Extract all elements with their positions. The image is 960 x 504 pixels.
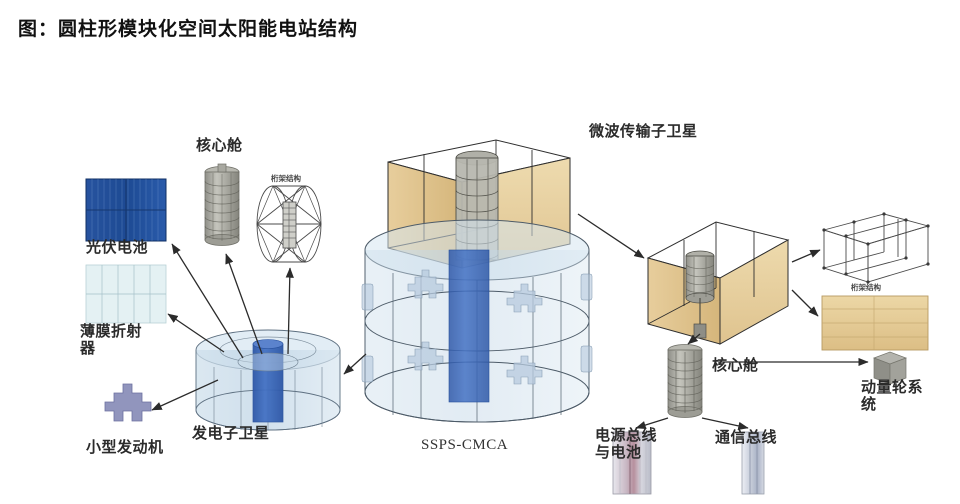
arrow-main-to-microwave-sat [577,213,645,259]
diagram-svg [85,139,930,495]
arrow-to-power-bus [635,417,669,430]
film-refractor-graphic [85,264,167,324]
ssps-main-cylinder-graphic [361,219,593,423]
arrow-to-core-module-right [687,333,701,345]
label-momentum-wheel: 动量轮系 统 [861,380,924,413]
truss-left-graphic [256,185,322,263]
truss-right-graphic [822,212,930,284]
label-truss-right: 桁架结构 [851,283,881,292]
pv-cell-graphic [85,178,167,242]
arrow-to-core-module-left [225,253,263,355]
arrow-to-truss-left [285,267,294,355]
diagram-canvas: 光伏电池 核心舱 桁架结构 薄膜折射 器 小型发动机 发电子卫星 SSPS-CM… [0,62,960,504]
core-module-left-graphic [204,163,240,246]
label-power-satellite: 发电子卫星 [192,426,270,442]
arrow-main-to-power-sat [343,353,367,375]
arrow-to-antenna-panel [791,289,819,317]
power-satellite-graphic [195,329,341,431]
leader-arrows [151,213,869,430]
antenna-panel-graphic [821,295,929,351]
arrow-to-pv-cell [171,243,244,359]
label-comm-bus: 通信总线 [715,430,778,446]
arrow-to-truss-right [791,249,821,263]
label-core-module-left: 核心舱 [196,138,243,154]
arrow-to-film-refractor [167,313,225,353]
momentum-wheel-graphic [873,351,907,385]
label-microwave-satellite: 微波传输子卫星 [589,124,698,140]
label-small-engine: 小型发动机 [86,440,164,456]
power-bus-graphic [612,431,652,495]
label-core-module-right: 核心舱 [712,358,759,374]
figure-title: 图：圆柱形模块化空间太阳能电站结构 [18,19,359,40]
comm-bus-graphic [741,431,765,495]
label-ssps-cmca: SSPS-CMCA [421,437,509,453]
arrow-to-comm-bus [701,417,749,430]
small-engine-graphic [104,383,152,422]
core-module-right-graphic [667,344,703,418]
label-pv-cell: 光伏电池 [86,240,149,256]
microwave-satellite-graphic [646,221,790,345]
arrow-to-small-engine [151,379,219,411]
label-power-bus: 电源总线 与电池 [595,428,658,461]
label-truss-left: 桁架结构 [271,174,301,183]
label-film-refractor: 薄膜折射 器 [80,324,143,357]
